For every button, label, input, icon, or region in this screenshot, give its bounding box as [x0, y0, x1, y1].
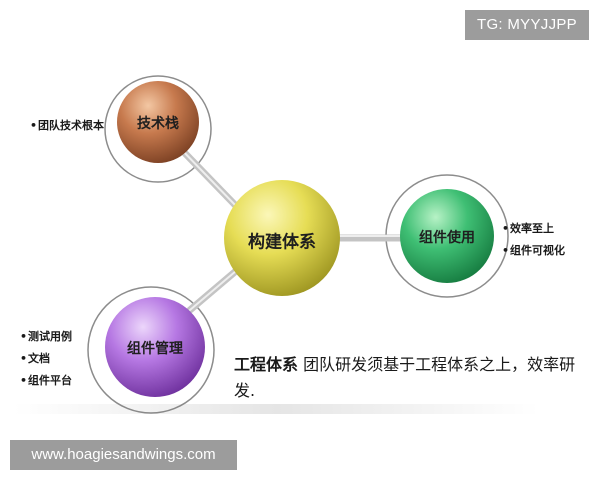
caption-strong: 工程体系	[234, 355, 299, 374]
node-sphere-center	[224, 180, 340, 296]
tg-badge: TG: MYYJJPP	[465, 10, 589, 40]
list-item: 组件可视化	[502, 240, 565, 262]
node-label-component-management: 组件管理	[127, 341, 183, 357]
ground-shadow	[14, 404, 539, 414]
list-item: 测试用例	[20, 326, 72, 348]
list-item: 效率至上	[502, 218, 565, 240]
caption-text: 团队研发须基于工程体系之上，效率研发.	[234, 355, 576, 400]
list-item: 团队技术根本	[30, 115, 104, 137]
node-sphere-component-usage	[400, 189, 494, 283]
list-item: 文档	[20, 348, 72, 370]
connector-component-management-hl	[189, 264, 244, 311]
orbit-ring-tech-stack	[104, 75, 212, 183]
node-label-component-usage: 组件使用	[419, 230, 475, 246]
node-sphere-tech-stack	[117, 81, 199, 163]
orbit-ring-component-management	[87, 286, 215, 414]
bullet-list-component-management: 测试用例 文档 组件平台	[20, 326, 72, 392]
node-sphere-component-management	[105, 297, 205, 397]
footer-url-badge: www.hoagiesandwings.com	[10, 440, 237, 470]
list-item: 组件平台	[20, 370, 72, 392]
bullet-list-tech-stack: 团队技术根本	[30, 115, 104, 137]
center-node-label: 构建体系	[248, 232, 316, 253]
bullet-list-component-usage: 效率至上 组件可视化	[502, 218, 565, 262]
caption: 工程体系 团队研发须基于工程体系之上，效率研发.	[234, 352, 586, 404]
connector-tech-stack-hl	[177, 145, 239, 209]
node-label-tech-stack: 技术栈	[137, 116, 179, 132]
